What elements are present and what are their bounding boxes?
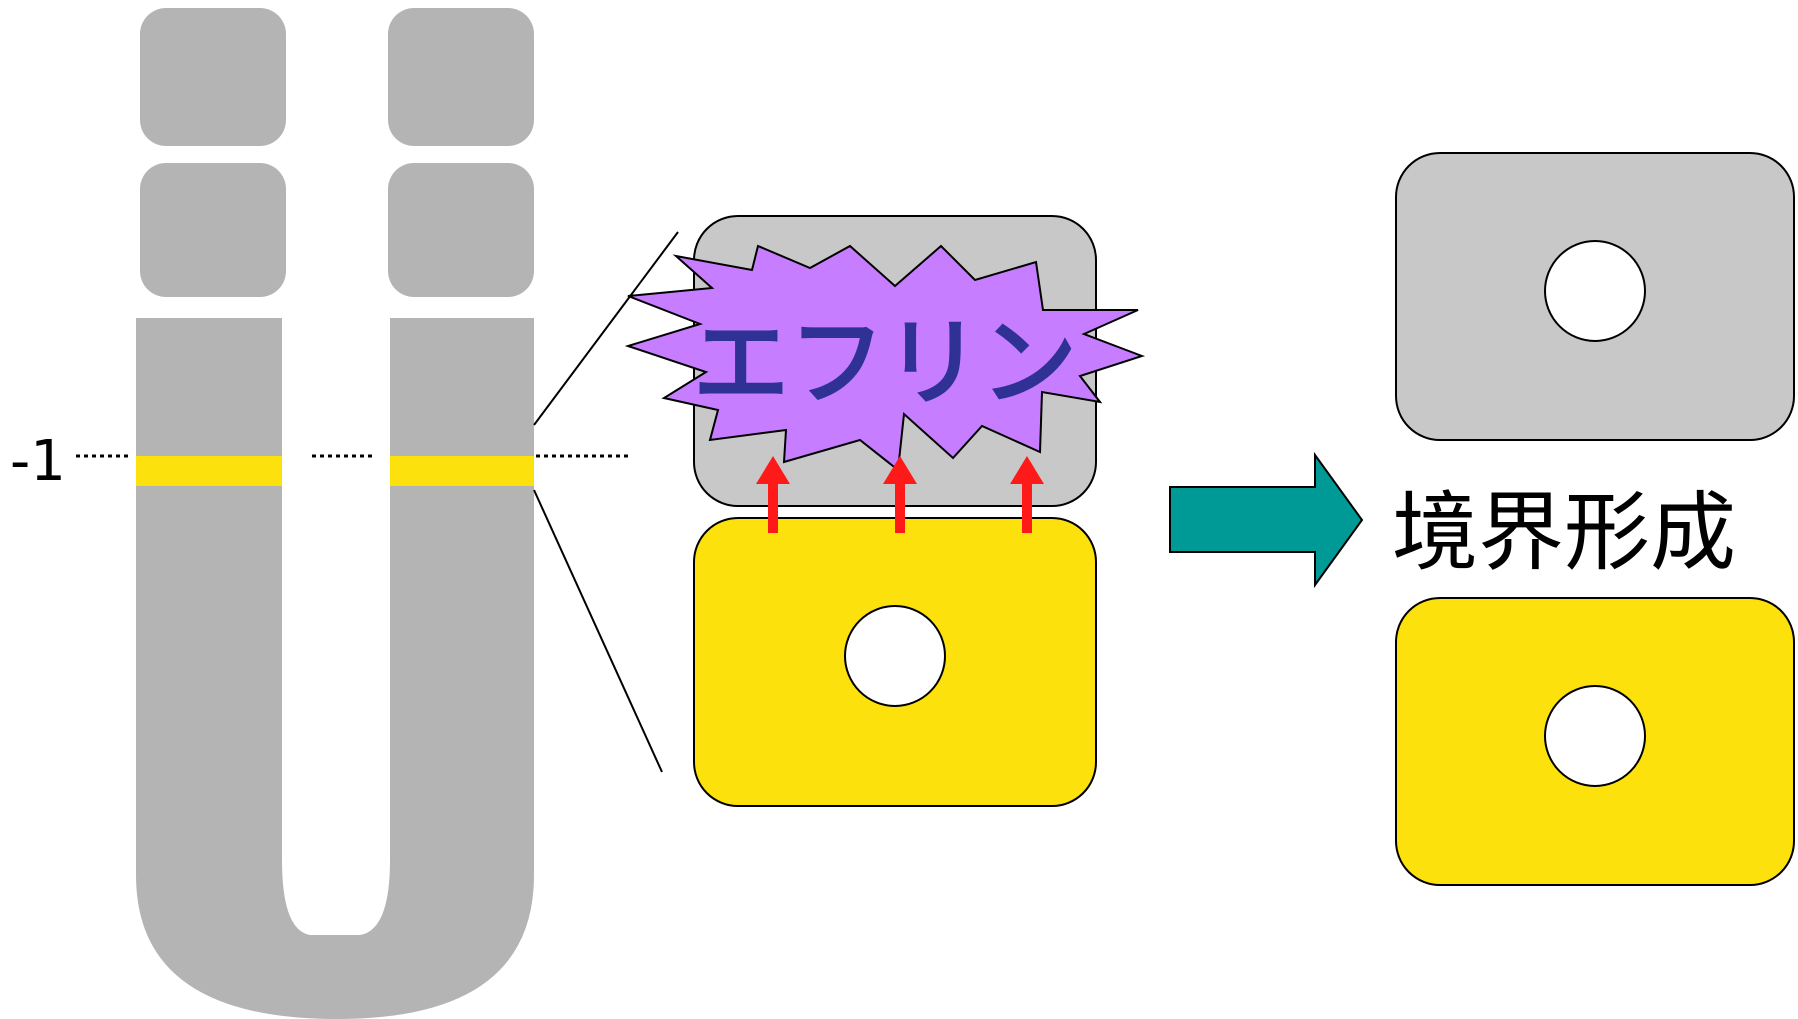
- right-upper-block: [388, 8, 534, 146]
- left-yellow-band: [136, 456, 282, 486]
- result-cell-pair: [1395, 152, 1795, 886]
- right-yellow-band: [390, 456, 534, 486]
- arrow-head: [1010, 456, 1044, 484]
- burst-label: エフリン: [693, 307, 1077, 419]
- zoom-line-top: [533, 231, 679, 426]
- arrow-shaft: [895, 478, 905, 533]
- zoom-line-bottom: [533, 489, 663, 773]
- arrow-head: [883, 456, 917, 484]
- nucleus: [844, 605, 946, 707]
- signaling-cell-pair: エフリン: [624, 215, 1146, 807]
- nucleus: [1544, 240, 1646, 342]
- result-label: 境界形成: [1392, 483, 1736, 583]
- arrow-up-icon: [1010, 456, 1044, 533]
- arrow-right-icon: [1169, 451, 1364, 589]
- starburst-shape: [624, 244, 1146, 472]
- arrow-head: [756, 456, 790, 484]
- right-middle-block: [388, 163, 534, 297]
- u-shaped-tissue: [136, 8, 534, 1019]
- arrow-up-icon: [883, 456, 917, 533]
- left-upper-block: [140, 8, 286, 146]
- left-middle-block: [140, 163, 286, 297]
- position-marker-label: -1: [10, 429, 66, 494]
- arrow-up-icon: [756, 456, 790, 533]
- nucleus: [1544, 685, 1646, 787]
- arrow-shaft: [1022, 478, 1032, 533]
- u-shape: [136, 318, 534, 1019]
- arrow-shaft: [768, 478, 778, 533]
